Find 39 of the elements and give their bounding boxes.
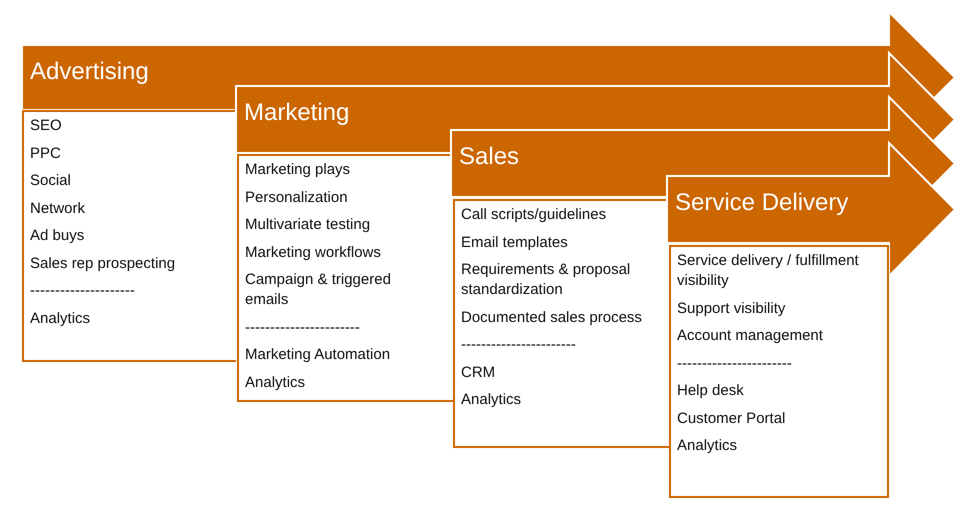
stage-title: Sales [459, 143, 520, 171]
list-item: --------------------- [30, 281, 136, 301]
stage-banner [667, 143, 955, 276]
list-item: Social [30, 171, 72, 191]
list-item: Email templates [461, 232, 569, 252]
list-item: Customer Portal [677, 408, 786, 428]
stage-title: Marketing [244, 99, 350, 127]
list-item: Service delivery / fulfillment visibility [677, 251, 860, 291]
list-item: Help desk [677, 381, 745, 401]
list-item: Analytics [245, 372, 306, 392]
stage-title: Service Delivery [675, 189, 848, 217]
list-item: Network [30, 198, 86, 218]
stage-title: Advertising [30, 58, 149, 86]
list-panel [453, 199, 669, 448]
list-item: Marketing workflows [245, 242, 382, 262]
list-item: ----------------------- [461, 335, 577, 355]
list-item: Documented sales process [461, 308, 643, 328]
list-item: CRM [461, 362, 496, 382]
list-item: Support visibility [677, 298, 786, 318]
list-panel [237, 154, 453, 402]
list-item: Requirements & proposal standardization [461, 260, 632, 300]
list-item: Marketing plays [245, 160, 352, 180]
list-item: Campaign & triggered emails [245, 270, 392, 310]
list-item: PPC [30, 144, 62, 164]
list-item: Account management [677, 326, 824, 346]
list-item: Analytics [677, 436, 738, 456]
list-item: Analytics [30, 308, 92, 328]
list-panel [22, 110, 236, 362]
list-item: Analytics [461, 390, 522, 410]
list-item: ----------------------- [677, 354, 793, 374]
list-item: Sales rep prospecting [30, 254, 176, 274]
list-panel [669, 245, 889, 498]
list-item: ----------------------- [245, 318, 361, 338]
list-item: Ad buys [30, 226, 86, 246]
list-item: SEO [30, 116, 63, 136]
list-item: Personalization [245, 188, 349, 208]
list-item: Marketing Automation [245, 345, 392, 365]
list-item: Multivariate testing [245, 215, 372, 235]
list-item: Call scripts/guidelines [461, 205, 608, 225]
